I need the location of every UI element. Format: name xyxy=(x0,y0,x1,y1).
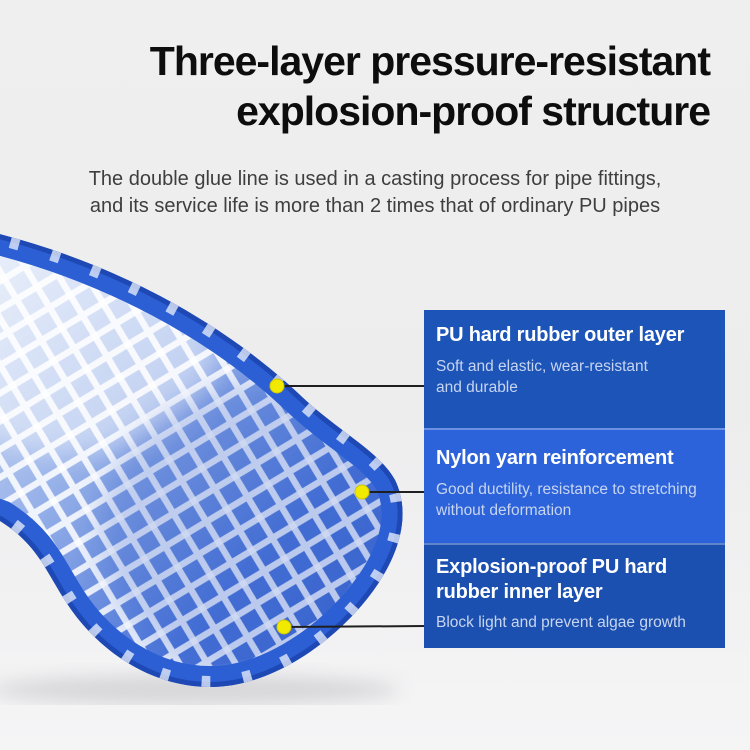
callout-outer-layer-body-line-2: and durable xyxy=(436,379,518,396)
callout-outer-layer-body-line-1: Soft and elastic, wear-resistant xyxy=(436,358,648,375)
cut-hose-photo xyxy=(0,227,403,705)
page-subtitle-line-1: The double glue line is used in a castin… xyxy=(88,168,662,190)
page-subtitle: The double glue line is used in a castin… xyxy=(15,166,735,219)
callout-outer-layer-title: PU hard rubber outer layer xyxy=(436,323,717,348)
callout-inner-layer: Explosion-proof PU hard rubber inner lay… xyxy=(424,543,725,648)
callout-inner-layer-body-line: Block light and prevent algae growth xyxy=(436,614,686,631)
callout-inner-layer-title-line-2: rubber inner layer xyxy=(436,581,603,603)
callout-nylon-yarn-title-line: Nylon yarn reinforcement xyxy=(436,447,674,469)
callout-inner-layer-title: Explosion-proof PU hard rubber inner lay… xyxy=(436,555,717,605)
callout-inner-layer-body: Block light and prevent algae growth xyxy=(436,612,717,633)
callout-nylon-yarn-body: Good ductility, resistance to stretching… xyxy=(436,479,717,521)
callout-nylon-yarn-body-line-2: without deformation xyxy=(436,502,572,519)
callout-list: PU hard rubber outer layer Soft and elas… xyxy=(424,310,725,648)
page-title-line-1: Three-layer pressure-resistant xyxy=(149,38,711,84)
page-subtitle-line-2: and its service life is more than 2 time… xyxy=(89,194,661,217)
page-title-line-2: explosion-proof structure xyxy=(236,88,711,134)
hose-shadow xyxy=(0,675,400,705)
callout-outer-layer-body: Soft and elastic, wear-resistant and dur… xyxy=(436,356,717,398)
callout-outer-layer-title-line: PU hard rubber outer layer xyxy=(436,324,685,346)
callout-nylon-yarn: Nylon yarn reinforcement Good ductility,… xyxy=(424,428,725,543)
callout-nylon-yarn-title: Nylon yarn reinforcement xyxy=(436,446,717,471)
callout-inner-layer-title-line-1: Explosion-proof PU hard xyxy=(436,556,667,578)
callout-nylon-yarn-body-line-1: Good ductility, resistance to stretching xyxy=(436,481,697,498)
photo-shading xyxy=(100,385,403,675)
callout-outer-layer: PU hard rubber outer layer Soft and elas… xyxy=(424,310,725,428)
page-title: Three-layer pressure-resistant explosion… xyxy=(40,36,711,136)
